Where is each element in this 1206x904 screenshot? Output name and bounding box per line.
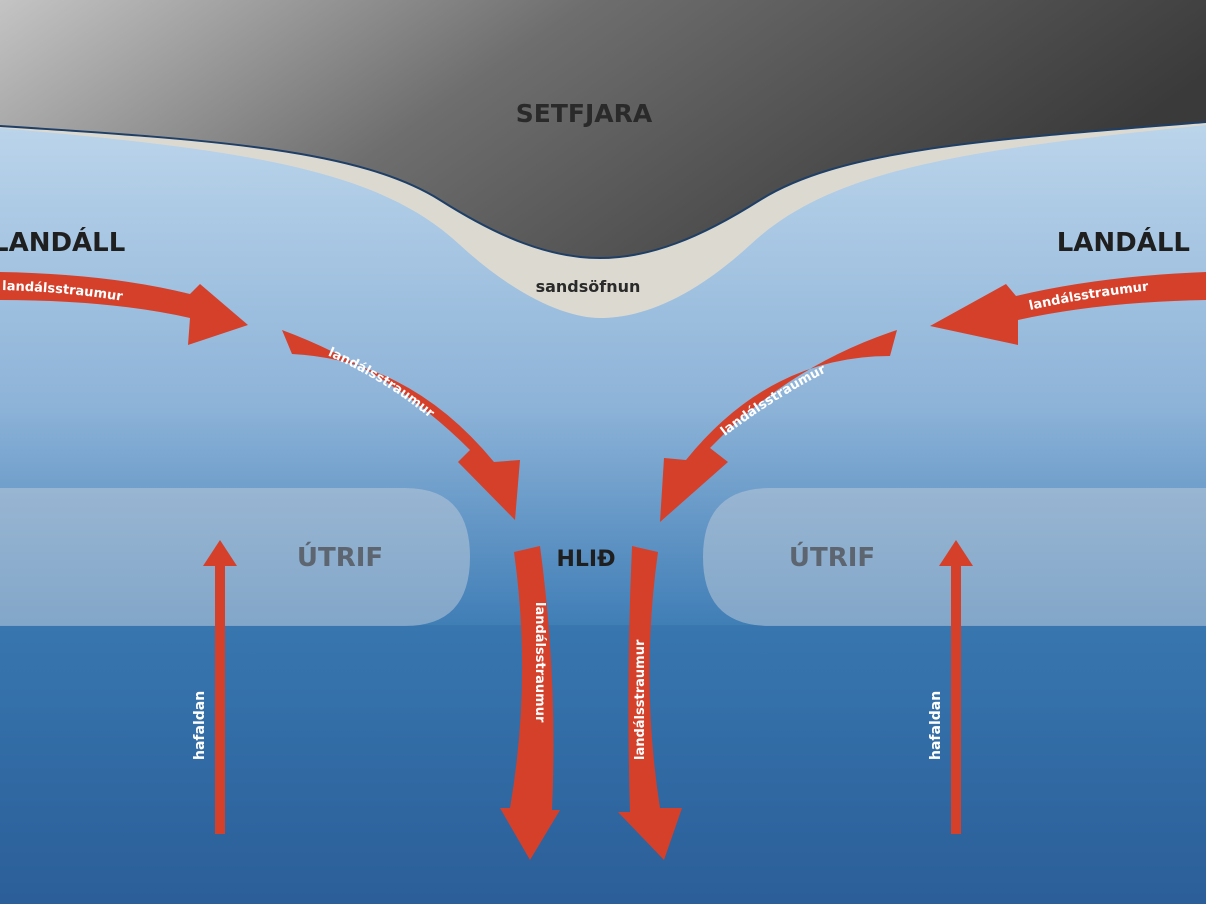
longshore-label-left: LANDÁLL [0, 226, 125, 258]
sandbar-label-right: ÚTRIF [789, 541, 875, 573]
sandbar-label-left: ÚTRIF [297, 541, 383, 573]
wave-label-right: hafaldan [928, 691, 944, 760]
arrow-diag-left [282, 330, 520, 520]
arrow-diag-right [660, 330, 897, 522]
current-label-down-right: landálsstraumur [633, 639, 648, 760]
deep-water-band [0, 625, 1206, 904]
longshore-label-right: LANDÁLL [1057, 226, 1190, 258]
shoreline [0, 121, 1206, 260]
wave-arrow-left-head [203, 540, 237, 566]
sandbar-left [0, 488, 470, 626]
gap-label: HLIÐ [556, 547, 615, 572]
arrow-down-left [500, 546, 560, 860]
arrow-down-right [618, 546, 682, 860]
current-label-down-left: landálsstraumur [532, 602, 547, 723]
wave-arrow-right-head [939, 540, 973, 566]
wave-label-left: hafaldan [192, 691, 208, 760]
sand-accumulation-label: sandsöfnun [536, 277, 641, 296]
beach-label: SETFJARA [516, 99, 653, 128]
wave-arrow-right-shaft [951, 562, 961, 834]
wave-arrow-left-shaft [215, 562, 225, 834]
current-arrows [0, 272, 1206, 860]
arrow-top-left [0, 272, 248, 345]
arrow-top-right [930, 272, 1206, 345]
beach-shape [0, 0, 1206, 258]
